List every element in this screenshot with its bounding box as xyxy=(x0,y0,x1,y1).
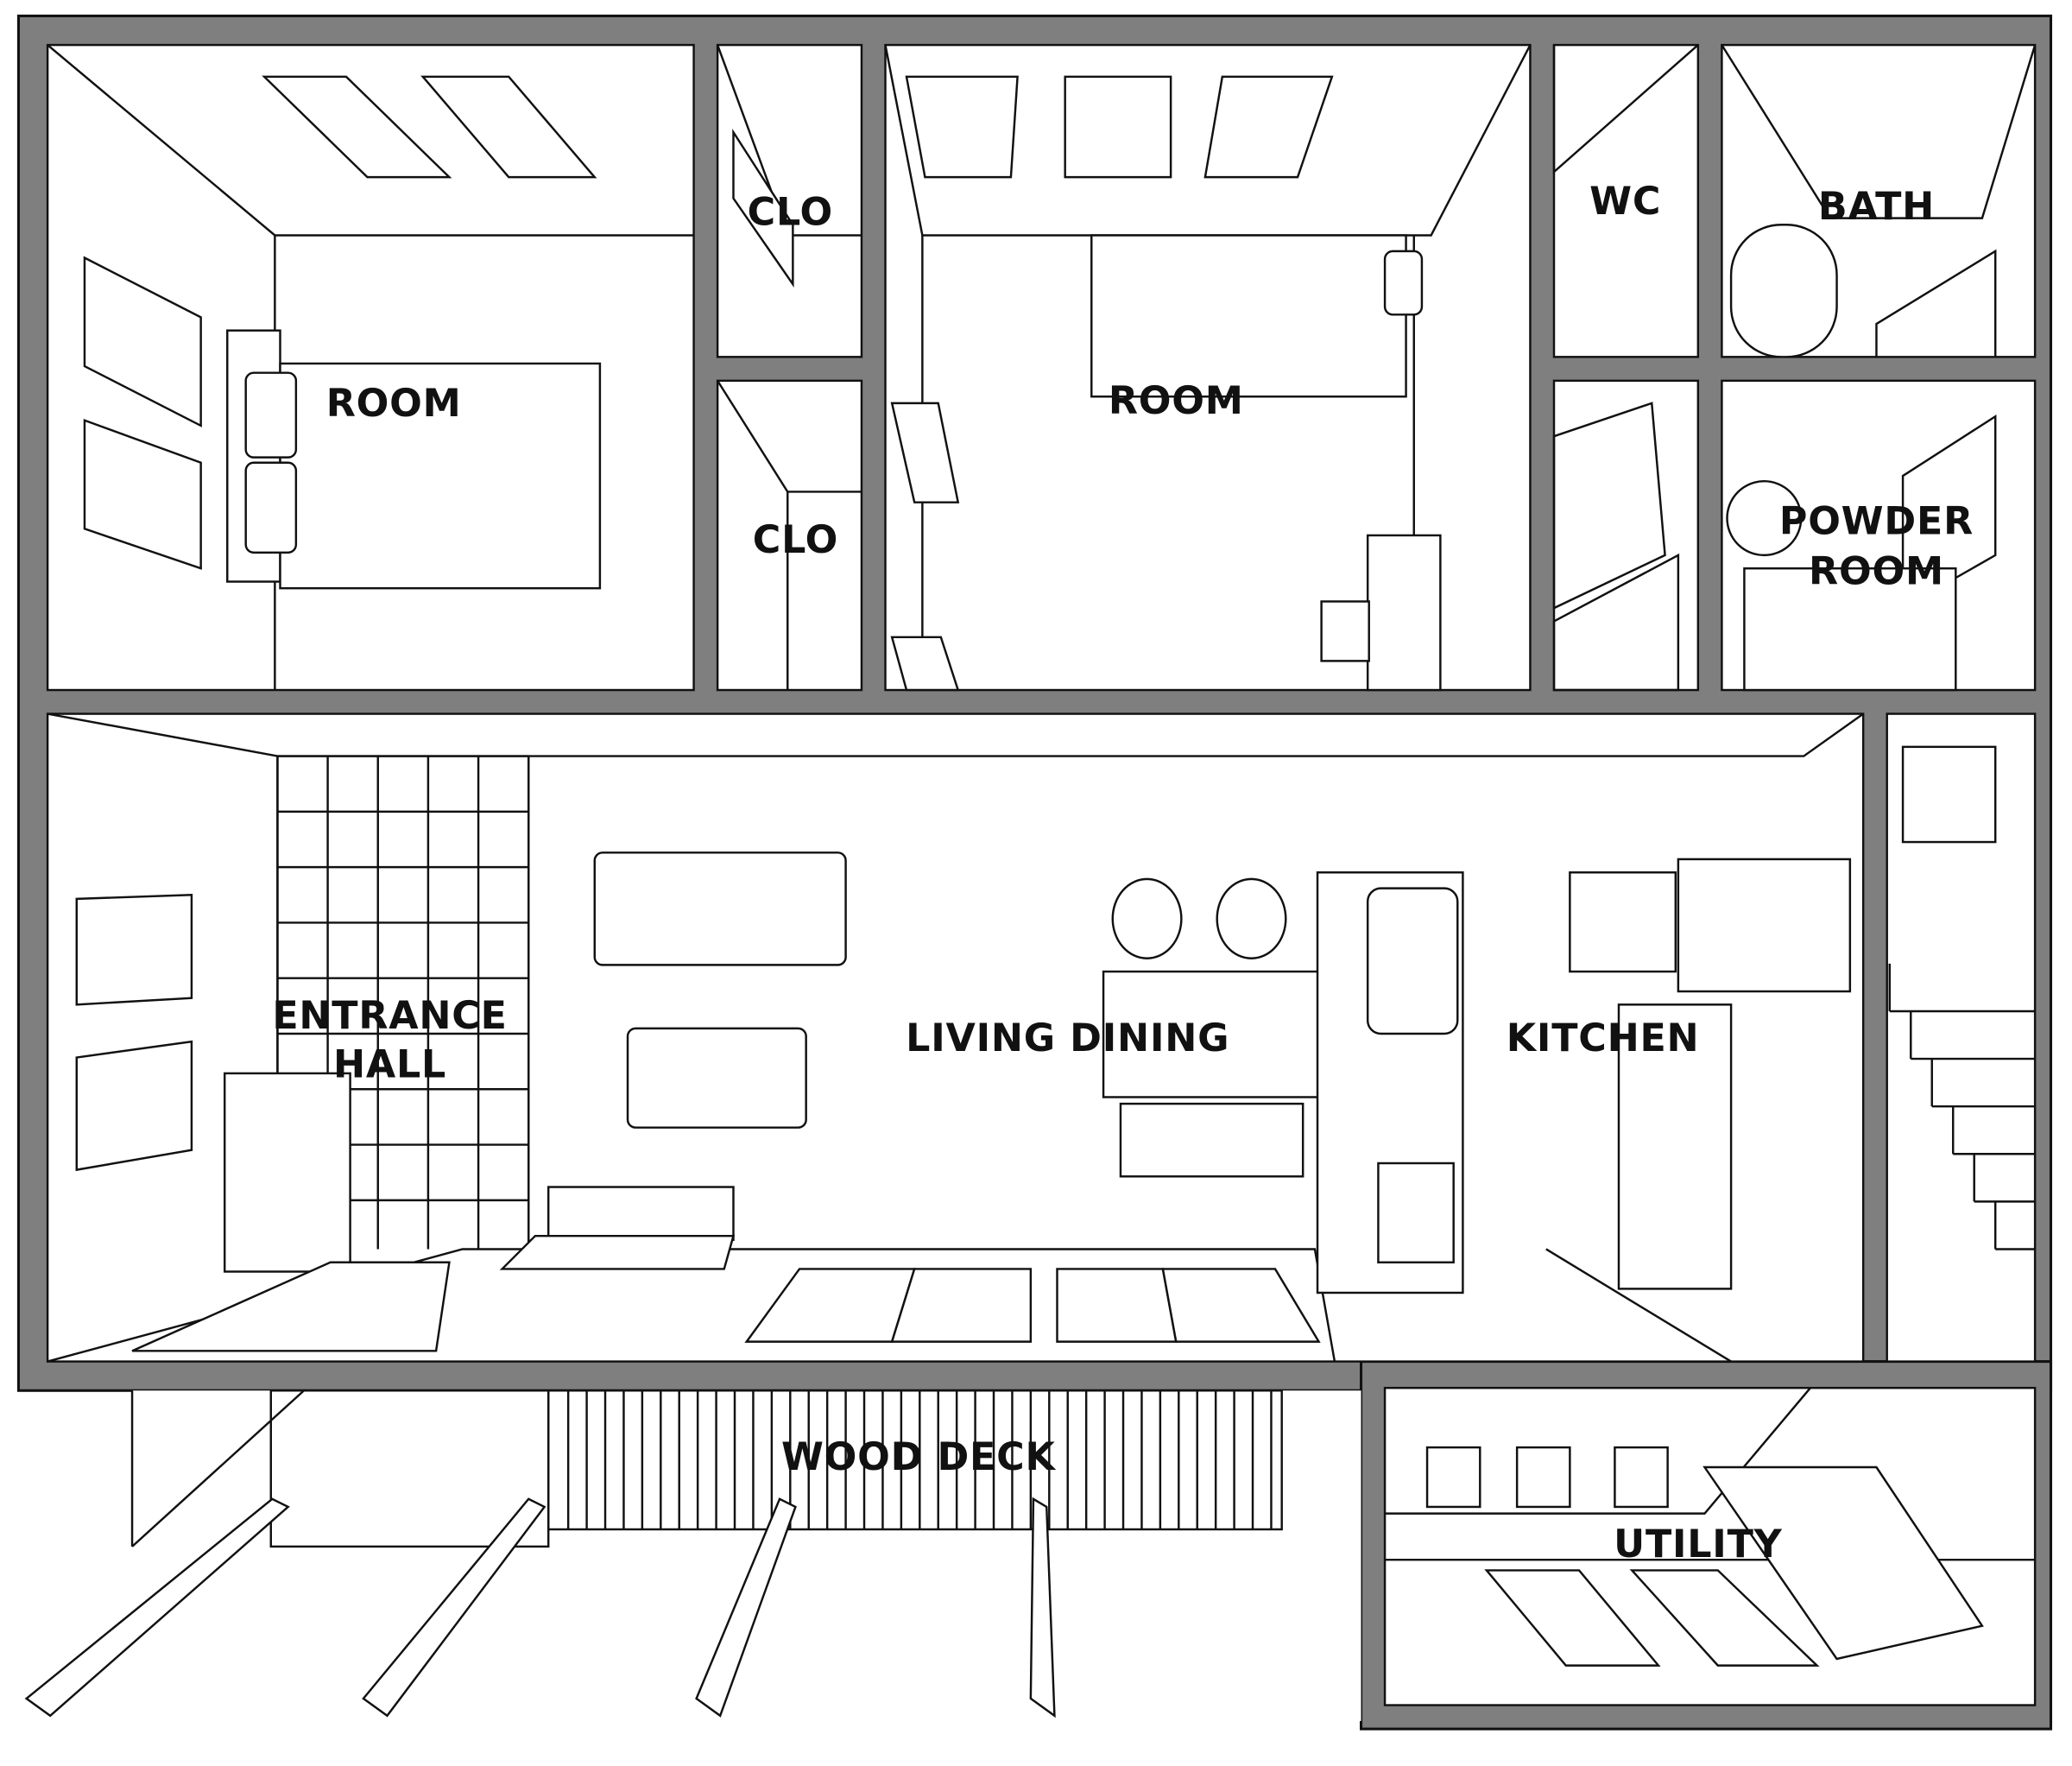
label-room-left: ROOM xyxy=(326,382,462,426)
room-left xyxy=(46,43,695,692)
label-clo-bottom: CLO xyxy=(753,518,838,562)
closet-top xyxy=(716,43,863,358)
stair-hall xyxy=(1552,379,1700,692)
bath xyxy=(1721,43,2037,358)
wc xyxy=(1552,43,1700,358)
utility xyxy=(1383,1386,2037,1706)
powder-room xyxy=(1721,379,2037,692)
room-right xyxy=(884,43,1532,692)
label-kitchen: KITCHEN xyxy=(1507,1016,1700,1060)
living-area xyxy=(46,712,2037,1363)
label-entrance-1: ENTRANCE xyxy=(272,994,507,1038)
label-entrance-2: HALL xyxy=(333,1043,446,1087)
label-living-dining: LIVING DINING xyxy=(906,1016,1229,1060)
label-wc: WC xyxy=(1589,180,1661,224)
label-wood-deck: WOOD DECK xyxy=(781,1435,1057,1479)
label-clo-top: CLO xyxy=(748,190,833,234)
label-bath: BATH xyxy=(1818,185,1935,229)
label-utility: UTILITY xyxy=(1614,1522,1782,1567)
closet-bottom xyxy=(716,379,863,692)
room-labels: ROOM CLO CLO ROOM WC BATH POWDER ROOM EN… xyxy=(272,180,1974,1567)
wood-deck xyxy=(24,1389,1361,1721)
label-powder-2: ROOM xyxy=(1809,550,1944,594)
label-room-right: ROOM xyxy=(1109,379,1244,423)
label-powder-1: POWDER xyxy=(1779,499,1974,543)
